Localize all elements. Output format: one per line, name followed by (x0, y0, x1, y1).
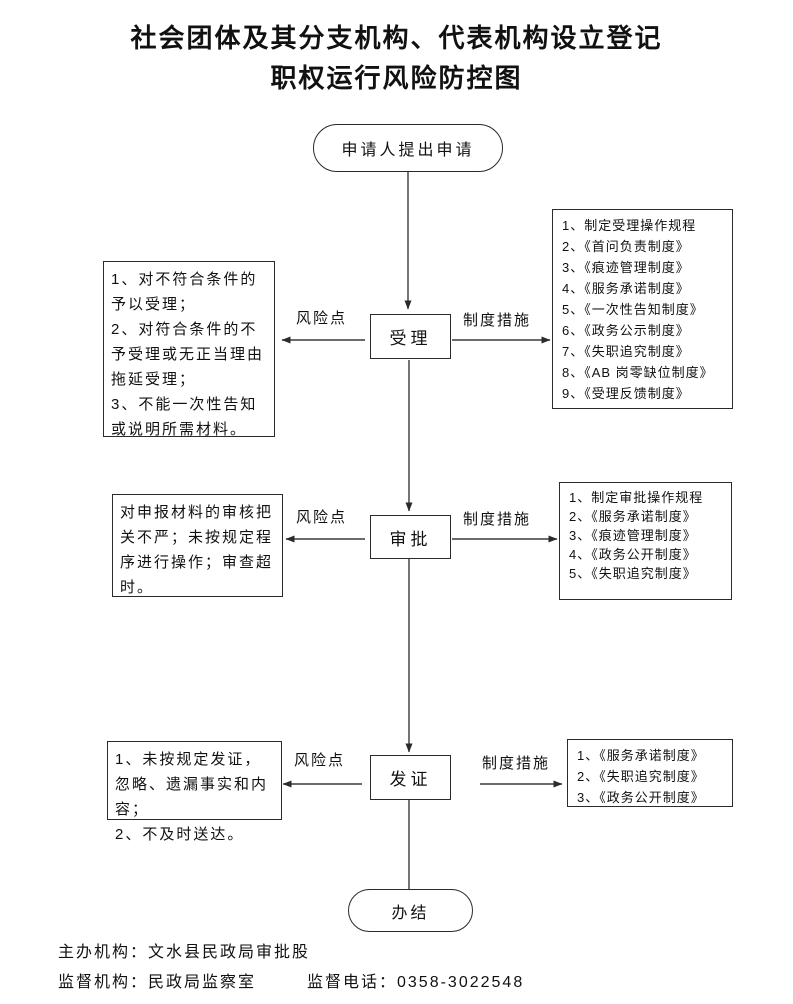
measure-box-accept: 1、制定受理操作规程 2、《首问负责制度》 3、《痕迹管理制度》 4、《服务承诺… (552, 209, 733, 409)
risk-box-accept: 1、对不符合条件的予以受理； 2、对符合条件的不予受理或无正当理由拖延受理； 3… (103, 261, 275, 438)
risk-item: 1、未按规定发证，忽略、遗漏事实和内容； (115, 751, 269, 818)
process-node-approve-label: 审批 (389, 529, 432, 549)
risk-box-approve: 对申报材料的审核把关不严；未按规定程序进行操作；审查超时。 (112, 494, 283, 597)
measure-item: 8、《AB 岗零缺位制度》 (562, 365, 714, 380)
risk-box-issue: 1、未按规定发证，忽略、遗漏事实和内容； 2、不及时送达。 (107, 741, 282, 843)
measure-item: 2、《服务承诺制度》 (569, 509, 697, 524)
process-node-issue: 发证 (370, 755, 451, 800)
start-node-label: 申请人提出申请 (341, 142, 475, 159)
measure-item: 1、制定受理操作规程 (562, 218, 697, 233)
risk-item: 2、不及时送达。 (115, 826, 245, 843)
risk-item: 1、对不符合条件的予以受理； (111, 271, 258, 313)
end-node: 办结 (348, 889, 473, 932)
measure-box-issue: 1、《服务承诺制度》 2、《失职追究制度》 3、《政务公开制度》 (567, 739, 733, 807)
measure-item: 1、《服务承诺制度》 (577, 748, 705, 763)
measure-item: 5、《失职追究制度》 (569, 566, 697, 581)
risk-point-label-1: 风险点 (296, 310, 348, 327)
measure-item: 3、《痕迹管理制度》 (569, 528, 697, 543)
page-title: 社会团体及其分支机构、代表机构设立登记 职权运行风险防控图 (0, 18, 793, 98)
measure-item: 7、《失职追究制度》 (562, 344, 690, 359)
process-node-approve: 审批 (370, 515, 451, 559)
title-line-1: 社会团体及其分支机构、代表机构设立登记 (130, 23, 663, 53)
risk-point-label-2: 风险点 (296, 509, 348, 526)
measure-item: 5、《一次性告知制度》 (562, 302, 704, 317)
footer-supervise-phone: 监督电话：0358-3022548 (307, 974, 525, 991)
footer-supervise-org: 监督机构：民政局监察室 (58, 974, 257, 991)
end-node-label: 办结 (391, 904, 430, 922)
measure-item: 6、《政务公示制度》 (562, 323, 690, 338)
process-node-accept-label: 受理 (389, 329, 432, 348)
measure-label-1: 制度措施 (463, 312, 532, 329)
risk-item: 2、对符合条件的不予受理或无正当理由拖延受理； (111, 321, 265, 388)
footer-host-org: 主办机构：文水县民政局审批股 (58, 944, 311, 961)
measure-box-approve: 1、制定审批操作规程 2、《服务承诺制度》 3、《痕迹管理制度》 4、《政务公开… (559, 482, 732, 600)
risk-item: 3、不能一次性告知或说明所需材料。 (111, 396, 258, 438)
risk-point-label-3: 风险点 (294, 752, 346, 769)
measure-item: 4、《服务承诺制度》 (562, 281, 690, 296)
measure-label-2: 制度措施 (463, 511, 532, 528)
measure-item: 9、《受理反馈制度》 (562, 386, 690, 401)
process-node-accept: 受理 (370, 314, 451, 359)
start-node: 申请人提出申请 (313, 124, 503, 172)
measure-item: 4、《政务公开制度》 (569, 547, 697, 562)
risk-item: 对申报材料的审核把关不严；未按规定程序进行操作；审查超时。 (120, 504, 274, 596)
measure-item: 2、《失职追究制度》 (577, 769, 705, 784)
measure-item: 3、《痕迹管理制度》 (562, 260, 690, 275)
measure-item: 2、《首问负责制度》 (562, 239, 690, 254)
measure-label-3: 制度措施 (482, 755, 551, 772)
title-line-2: 职权运行风险防控图 (270, 63, 523, 93)
measure-item: 1、制定审批操作规程 (569, 490, 704, 505)
process-node-issue-label: 发证 (389, 770, 432, 789)
measure-item: 3、《政务公开制度》 (577, 790, 705, 805)
